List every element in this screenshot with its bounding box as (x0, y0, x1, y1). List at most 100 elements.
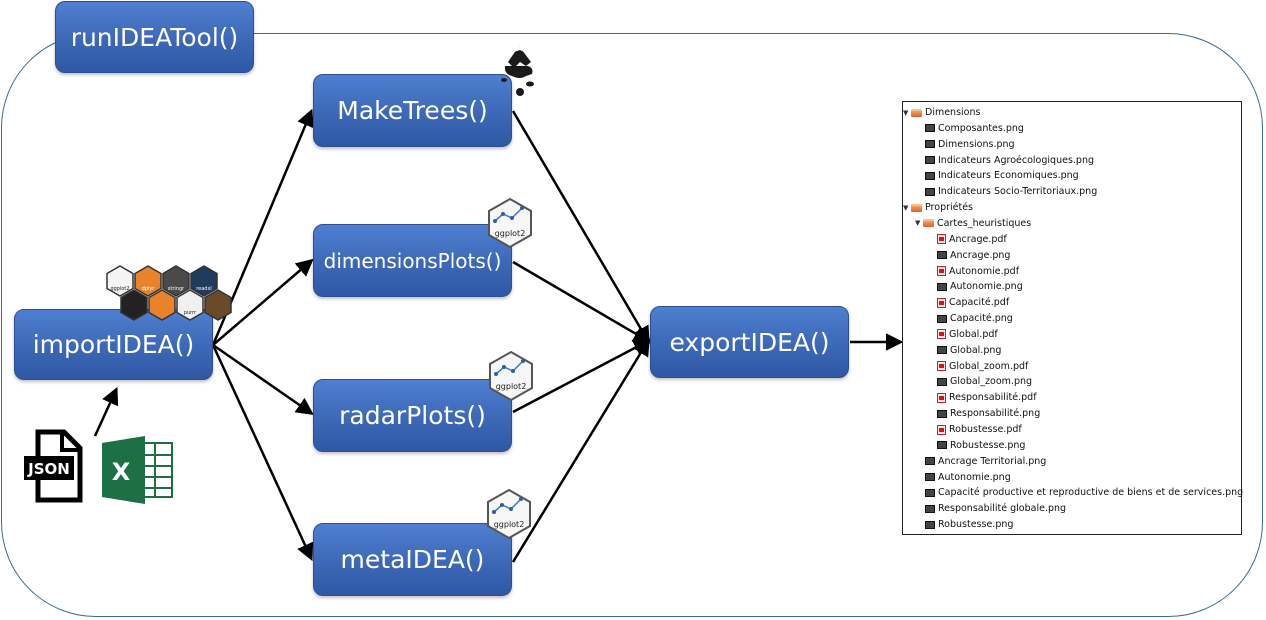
tree-file-row[interactable]: Global_zoom.png (937, 374, 1032, 389)
tree-item-label: Robustesse.png (938, 519, 1014, 531)
export-idea-node: exportIDEA() (650, 306, 849, 378)
pdf-file-icon (937, 424, 946, 435)
tree-file-row[interactable]: Capacité productive et reproductive de b… (925, 485, 1243, 500)
tree-file-row[interactable]: Ancrage.png (937, 248, 1010, 263)
expand-triangle-icon[interactable]: ▼ (915, 219, 921, 228)
run-idea-tool-label: runIDEATool() (70, 22, 239, 52)
tree-file-row[interactable]: Global.png (937, 343, 1001, 358)
tree-file-row[interactable]: Robustesse.pdf (937, 422, 1022, 437)
image-file-icon (937, 377, 947, 386)
tree-item-label: Indicateurs Economiques.png (938, 170, 1079, 182)
tree-item-label: Ancrage.png (950, 249, 1011, 261)
tree-folder-row[interactable]: ▼Dimensions (903, 105, 980, 120)
import-idea-node: importIDEA() (14, 309, 213, 380)
pdf-file-icon (937, 392, 946, 403)
tree-folder-row[interactable]: ▼ Propriétés (903, 200, 973, 215)
tree-file-row[interactable]: Indicateurs Economiques.png (925, 168, 1079, 183)
folder-icon (911, 108, 922, 117)
image-file-icon (925, 504, 935, 513)
arrow-radar-to-export (512, 339, 652, 414)
radar-plots-node: radarPlots() (313, 379, 512, 452)
image-file-icon (925, 156, 935, 165)
arrow-import-to-dims (212, 258, 314, 346)
tree-item-label: Ancrage.pdf (949, 233, 1007, 245)
pdf-file-icon (937, 297, 946, 308)
image-file-icon (925, 140, 935, 149)
pdf-file-icon (937, 234, 946, 245)
image-file-icon (925, 488, 935, 497)
arrow-input-to-import (93, 386, 119, 437)
tree-item-label: Global_zoom.png (950, 376, 1033, 388)
tree-item-label: Robustesse.png (950, 439, 1026, 451)
image-file-icon (925, 187, 935, 196)
make-trees-label: MakeTrees() (337, 96, 488, 125)
make-trees-node: MakeTrees() (313, 74, 512, 147)
import-idea-label: importIDEA() (32, 330, 195, 359)
tree-file-row[interactable]: Responsabilité globale.png (925, 501, 1066, 516)
radar-plots-label: radarPlots() (339, 401, 486, 430)
image-file-icon (925, 457, 935, 466)
folder-icon (911, 203, 922, 212)
tree-file-row[interactable]: Autonomie.pdf (937, 264, 1019, 279)
tree-item-label: Capacité productive et reproductive de b… (938, 487, 1244, 499)
arrow-dims-to-export (512, 260, 652, 343)
tree-file-row[interactable]: Ancrage.pdf (937, 232, 1007, 247)
arrow-import-to-radar (212, 343, 314, 415)
tree-file-row[interactable]: Responsabilité.png (937, 406, 1040, 421)
tree-file-row[interactable]: Robustesse.png (925, 517, 1013, 532)
tree-item-label: Global.pdf (949, 328, 998, 340)
tree-item-label: Propriétés (925, 202, 974, 214)
meta-idea-label: metaIDEA() (340, 545, 485, 574)
tree-item-label: Global.png (950, 344, 1002, 356)
tree-item-label: Composantes.png (938, 122, 1024, 134)
dimensions-plots-label: dimensionsPlots() (323, 248, 502, 273)
tree-file-row[interactable]: Dimensions.png (925, 137, 1015, 152)
tree-file-row[interactable]: Responsabilité.pdf (937, 390, 1037, 405)
image-file-icon (937, 314, 947, 323)
export-idea-label: exportIDEA() (669, 327, 830, 357)
tree-file-row[interactable]: Global.pdf (937, 327, 998, 342)
image-file-icon (937, 346, 947, 355)
expand-triangle-icon[interactable]: ▼ (903, 203, 909, 212)
expand-triangle-icon[interactable]: ▼ (903, 108, 909, 117)
tree-file-row[interactable]: Autonomie.png (925, 470, 1011, 485)
tree-item-label: Autonomie.png (938, 471, 1011, 483)
meta-idea-node: metaIDEA() (313, 523, 512, 596)
arrow-import-to-meta (211, 344, 314, 562)
image-file-icon (937, 251, 947, 260)
container-frame (1, 33, 1263, 617)
pdf-file-icon (937, 266, 946, 276)
tree-file-row[interactable]: Ancrage Territorial.png (925, 454, 1046, 469)
tree-item-label: Robustesse.pdf (949, 424, 1022, 435)
arrow-meta-to-export (511, 338, 650, 563)
tree-file-row[interactable]: Indicateurs Agroécologiques.png (925, 153, 1094, 168)
tree-item-label: Capacité.pdf (949, 297, 1010, 309)
tree-item-label: Responsabilité globale.png (938, 503, 1067, 515)
tree-item-label: Cartes_heuristiques (937, 217, 1032, 229)
image-file-icon (925, 473, 935, 482)
tree-item-label: Ancrage Territorial.png (938, 455, 1047, 467)
image-file-icon (937, 282, 947, 291)
tree-item-label: Global_zoom.pdf (949, 360, 1029, 372)
image-file-icon (925, 520, 935, 529)
tree-folder-row[interactable]: ▼ Cartes_heuristiques (915, 216, 1031, 231)
arrow-import-to-make (211, 108, 314, 346)
tree-file-row[interactable]: Autonomie.png (937, 279, 1023, 294)
run-idea-tool-node: runIDEATool() (55, 1, 254, 73)
tree-file-row[interactable]: Indicateurs Socio-Territoriaux.png (925, 184, 1097, 199)
tree-file-row[interactable]: Global_zoom.pdf (937, 359, 1028, 374)
tree-file-row[interactable]: Capacité.pdf (937, 295, 1009, 310)
tree-item-label: Responsabilité.png (950, 408, 1041, 420)
tree-item-label: Capacité.png (950, 313, 1013, 325)
tree-item-label: Autonomie.png (950, 281, 1023, 293)
image-file-icon (937, 441, 947, 450)
tree-item-label: Responsabilité.pdf (949, 392, 1037, 404)
tree-file-row[interactable]: Robustesse.png (937, 438, 1025, 453)
tree-file-row[interactable]: Capacité.png (937, 311, 1013, 326)
tree-file-row[interactable]: Composantes.png (925, 121, 1024, 136)
tree-item-label: Indicateurs Socio-Territoriaux.png (938, 186, 1098, 198)
tree-item-label: Dimensions.png (938, 138, 1015, 150)
folder-icon (923, 219, 934, 228)
